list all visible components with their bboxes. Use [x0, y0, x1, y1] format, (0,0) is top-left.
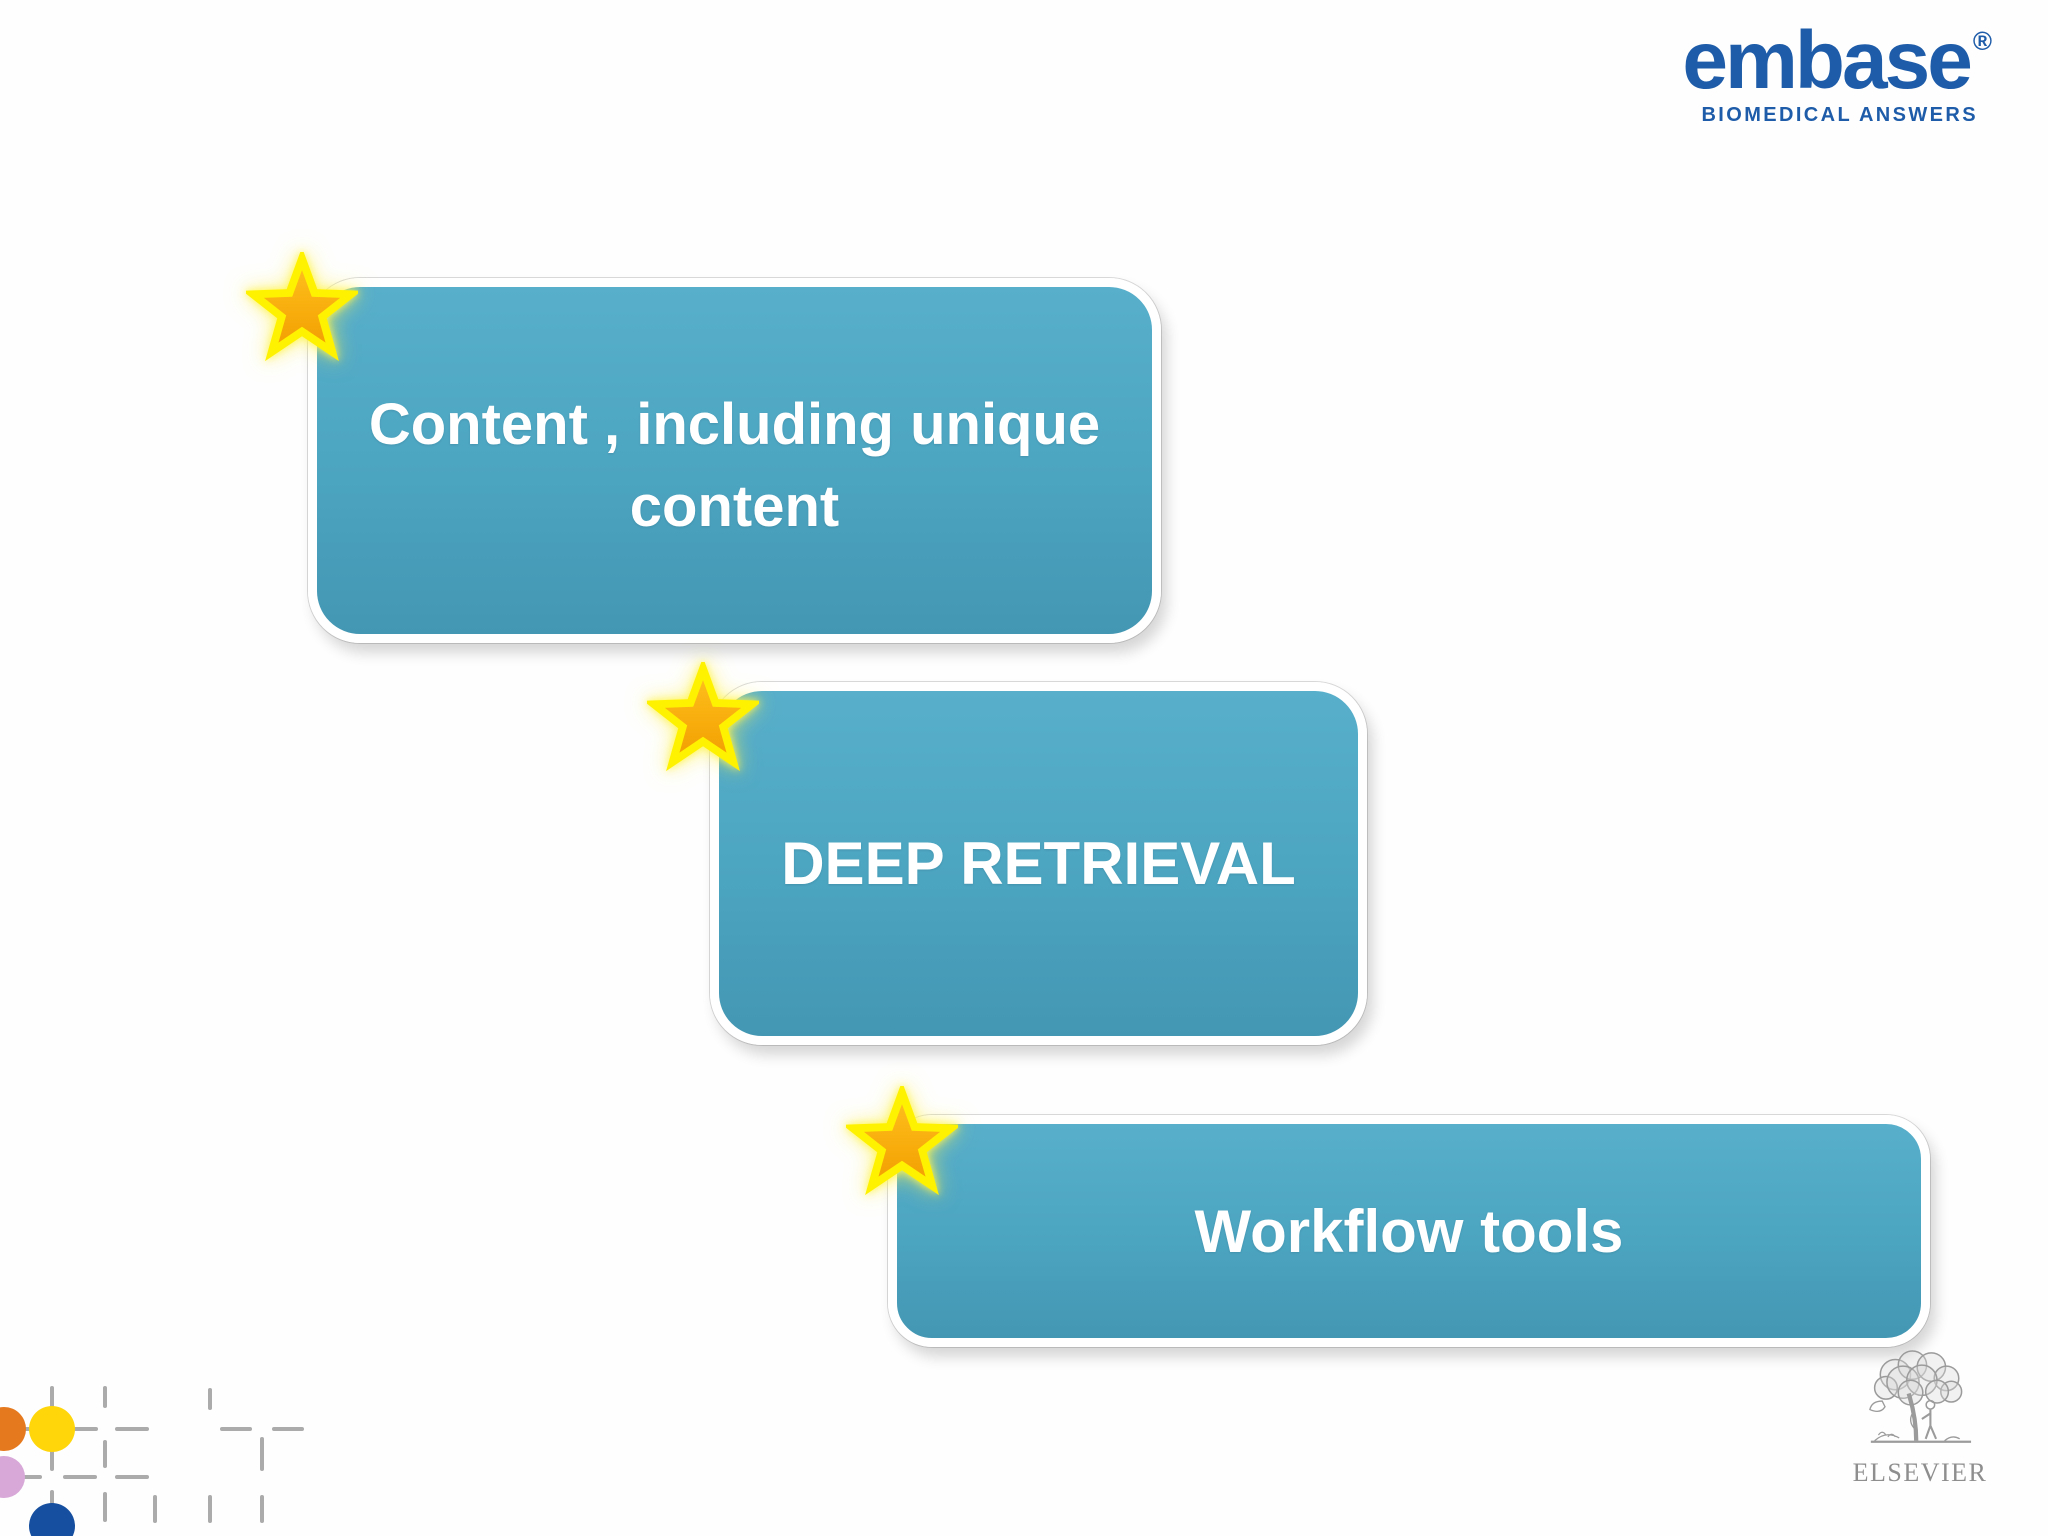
- embase-logo: embase® BIOMEDICAL ANSWERS: [1682, 20, 1992, 127]
- decoration-dash: [20, 1475, 42, 1479]
- decoration-dash: [260, 1437, 264, 1471]
- star-icon: [647, 662, 759, 772]
- elsevier-tree-icon: [1869, 1350, 1972, 1443]
- decoration-dot-orange: [0, 1407, 26, 1451]
- decoration-dash: [153, 1495, 157, 1523]
- elsevier-wordmark: ELSEVIER: [1852, 1458, 1988, 1487]
- flow-box-workflow-tools: Workflow tools: [888, 1115, 1930, 1347]
- star-icon: [246, 252, 358, 362]
- decoration-dash: [18, 1427, 38, 1431]
- flow-box-content-line1: Content , including unique: [368, 391, 1101, 457]
- flow-box-deep-retrieval: DEEP RETRIEVAL: [710, 682, 1367, 1045]
- decoration-dash: [103, 1492, 107, 1522]
- decoration-dot-blue: [29, 1503, 75, 1536]
- decoration-dash: [63, 1475, 97, 1479]
- decoration-dash: [103, 1440, 107, 1468]
- decoration-dash: [115, 1475, 149, 1479]
- decoration-dash: [50, 1490, 54, 1514]
- embase-brand-text: embase: [1682, 15, 1972, 106]
- star-icon: [846, 1086, 958, 1196]
- decoration-dot-pink: [0, 1456, 25, 1498]
- decoration-dash: [115, 1427, 149, 1431]
- decoration-dash: [72, 1427, 98, 1431]
- flow-box-workflow-tools-label: Workflow tools: [1194, 1197, 1624, 1265]
- decoration-dash: [208, 1495, 212, 1523]
- registered-mark: ®: [1972, 26, 1992, 56]
- decoration-dash: [50, 1447, 54, 1471]
- decoration-dash: [208, 1388, 212, 1410]
- flow-box-content: Content , including unique content: [308, 278, 1161, 643]
- decoration-dash: [103, 1386, 107, 1408]
- flow-box-deep-retrieval-label: DEEP RETRIEVAL: [781, 830, 1296, 897]
- embase-logo-tagline: BIOMEDICAL ANSWERS: [1701, 104, 1978, 126]
- decoration-dash: [272, 1427, 304, 1431]
- flow-box-content-label: Content , including unique content: [369, 384, 1100, 548]
- decoration-dash: [220, 1427, 252, 1431]
- decoration-dash: [50, 1386, 54, 1408]
- decoration-dot-yellow: [29, 1406, 75, 1452]
- flow-box-content-line2: content: [629, 473, 840, 539]
- corner-decoration: [0, 1380, 340, 1536]
- embase-logo-wordmark: embase®: [1682, 20, 1992, 102]
- decoration-dash: [260, 1495, 264, 1523]
- elsevier-logo: ELSEVIER: [1848, 1350, 1992, 1488]
